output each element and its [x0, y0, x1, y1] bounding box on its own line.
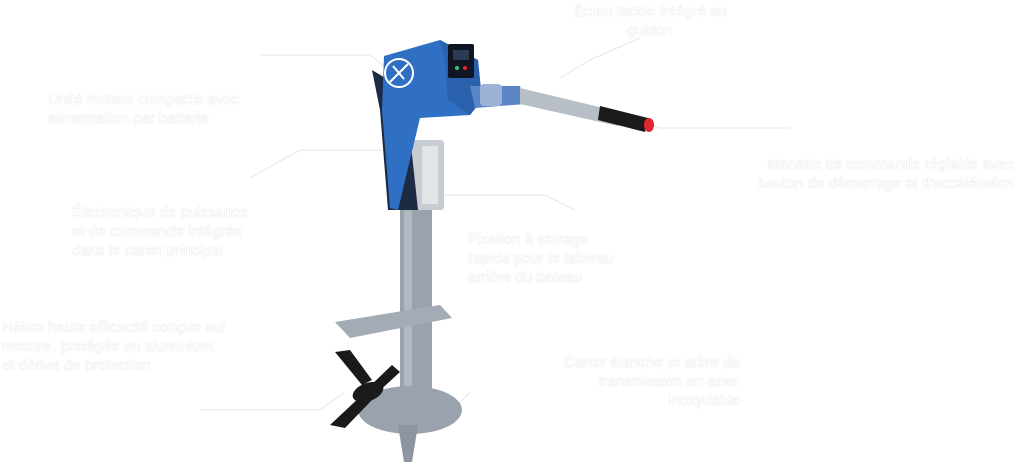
callout-skeg: Carter étanche et arbre de transmission …: [564, 354, 740, 409]
propeller-logo-icon: [384, 58, 414, 88]
leader-lines: [200, 37, 790, 431]
leader-line-housing: [260, 54, 393, 73]
leader-line-tiller: [641, 121, 790, 129]
leader-line-display: [559, 37, 641, 79]
callout-display: Écran tactile intégré au guidon: [573, 3, 727, 39]
callout-electronics: Électronique de puissance et de commande…: [72, 204, 248, 259]
motor-pod: [358, 386, 462, 434]
anti-cavitation-plate: [335, 305, 452, 338]
tiller-grip: [598, 106, 648, 132]
callout-housing: Unité moteur compacte avec alimentation …: [48, 91, 239, 127]
leader-line-propeller: [200, 391, 346, 411]
lcd-display-icon: [448, 44, 474, 78]
callout-tiller: Manette de commande réglable avec bouton…: [757, 156, 1014, 192]
propeller: [330, 350, 400, 428]
callout-clamp: Fixation à serrage rapide pour le tablea…: [468, 231, 614, 286]
throttle-cap: [644, 118, 654, 132]
tiller-arm: [520, 88, 620, 126]
leader-line-clamp: [440, 194, 576, 211]
callout-propeller: Hélice haute efficacité conçue sur mesur…: [2, 319, 227, 374]
leader-line-electronics: [249, 149, 400, 179]
skeg: [398, 425, 418, 462]
